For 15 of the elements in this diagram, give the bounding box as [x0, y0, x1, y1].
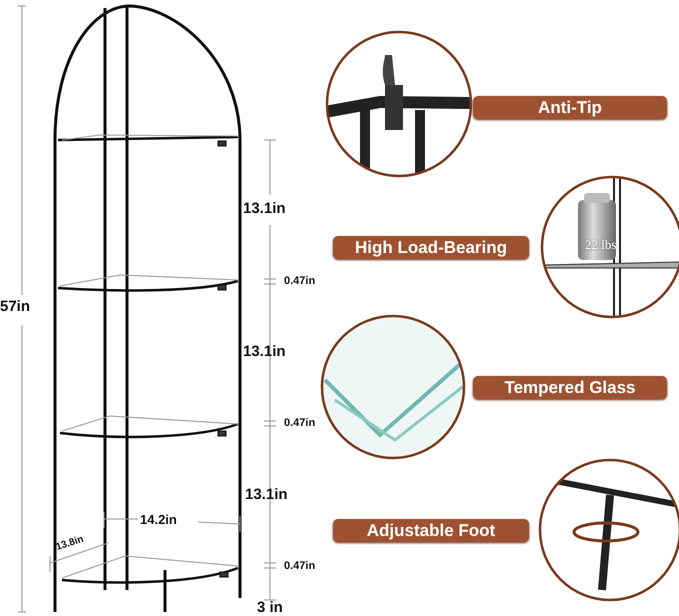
dimension-label: 3 in [257, 599, 283, 616]
dimension-label: 13.1in [243, 343, 286, 360]
feature-banner: Tempered Glass [473, 376, 667, 399]
dimension-label: 0.47in [284, 275, 316, 287]
feature-banner: Adjustable Foot [333, 519, 529, 542]
dimension-label: 57in [0, 298, 30, 315]
dimension-label: 14.2in [140, 512, 177, 527]
weight-label: 22 lbs [585, 237, 616, 253]
dimension-label: 0.47in [284, 417, 316, 429]
dimension-label: 13.8in [54, 534, 85, 553]
feature-banner: High Load-Bearing [333, 236, 529, 259]
dimension-label: 13.1in [243, 200, 286, 217]
feature-banner: Anti-Tip [473, 96, 667, 119]
dimension-label: 13.1in [245, 486, 288, 503]
dimension-label: 0.47in [284, 560, 316, 572]
